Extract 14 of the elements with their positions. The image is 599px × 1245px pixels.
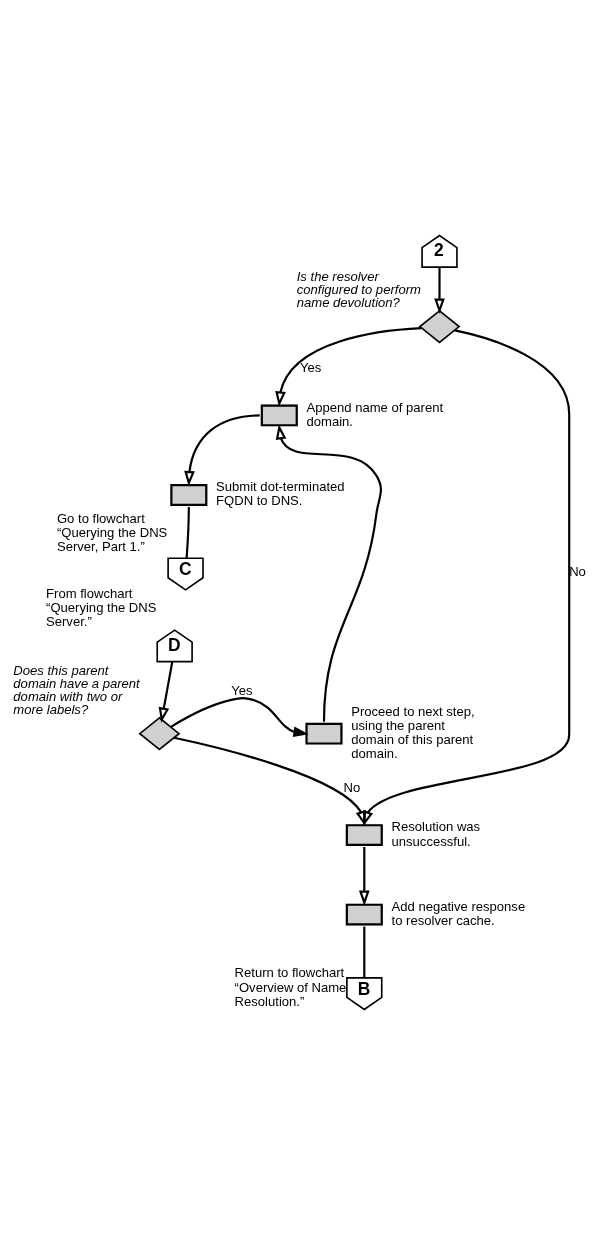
- edge-label: No: [343, 780, 360, 796]
- edge-label: Yes: [230, 683, 253, 699]
- edge-label: No: [568, 563, 586, 579]
- node-label: Append name of parent domain.: [306, 399, 443, 429]
- node-label: Is the resolver configured to perform name devolution?: [296, 268, 421, 311]
- edge-label: Yes: [299, 360, 321, 376]
- node-label: Does this parent domain have a parent domain with two or more labels?: [12, 662, 140, 718]
- node-label: Proceed to next step, using the parent domain of this parent domain.: [350, 703, 475, 762]
- node-label: Resolution was unsuccessful.: [391, 819, 480, 849]
- node-label: Return to flowchart “Overview of Name Resolution.”: [234, 965, 346, 1009]
- node-label: Add negative response to resolver cache.: [391, 898, 525, 929]
- node-label: From flowchart “Querying the DNS Server.”: [45, 586, 156, 630]
- node-label: Submit dot-terminated FQDN to DNS.: [215, 479, 345, 509]
- node-label: Go to flowchart “Querying the DNS Server, Part 1.”: [56, 510, 167, 555]
